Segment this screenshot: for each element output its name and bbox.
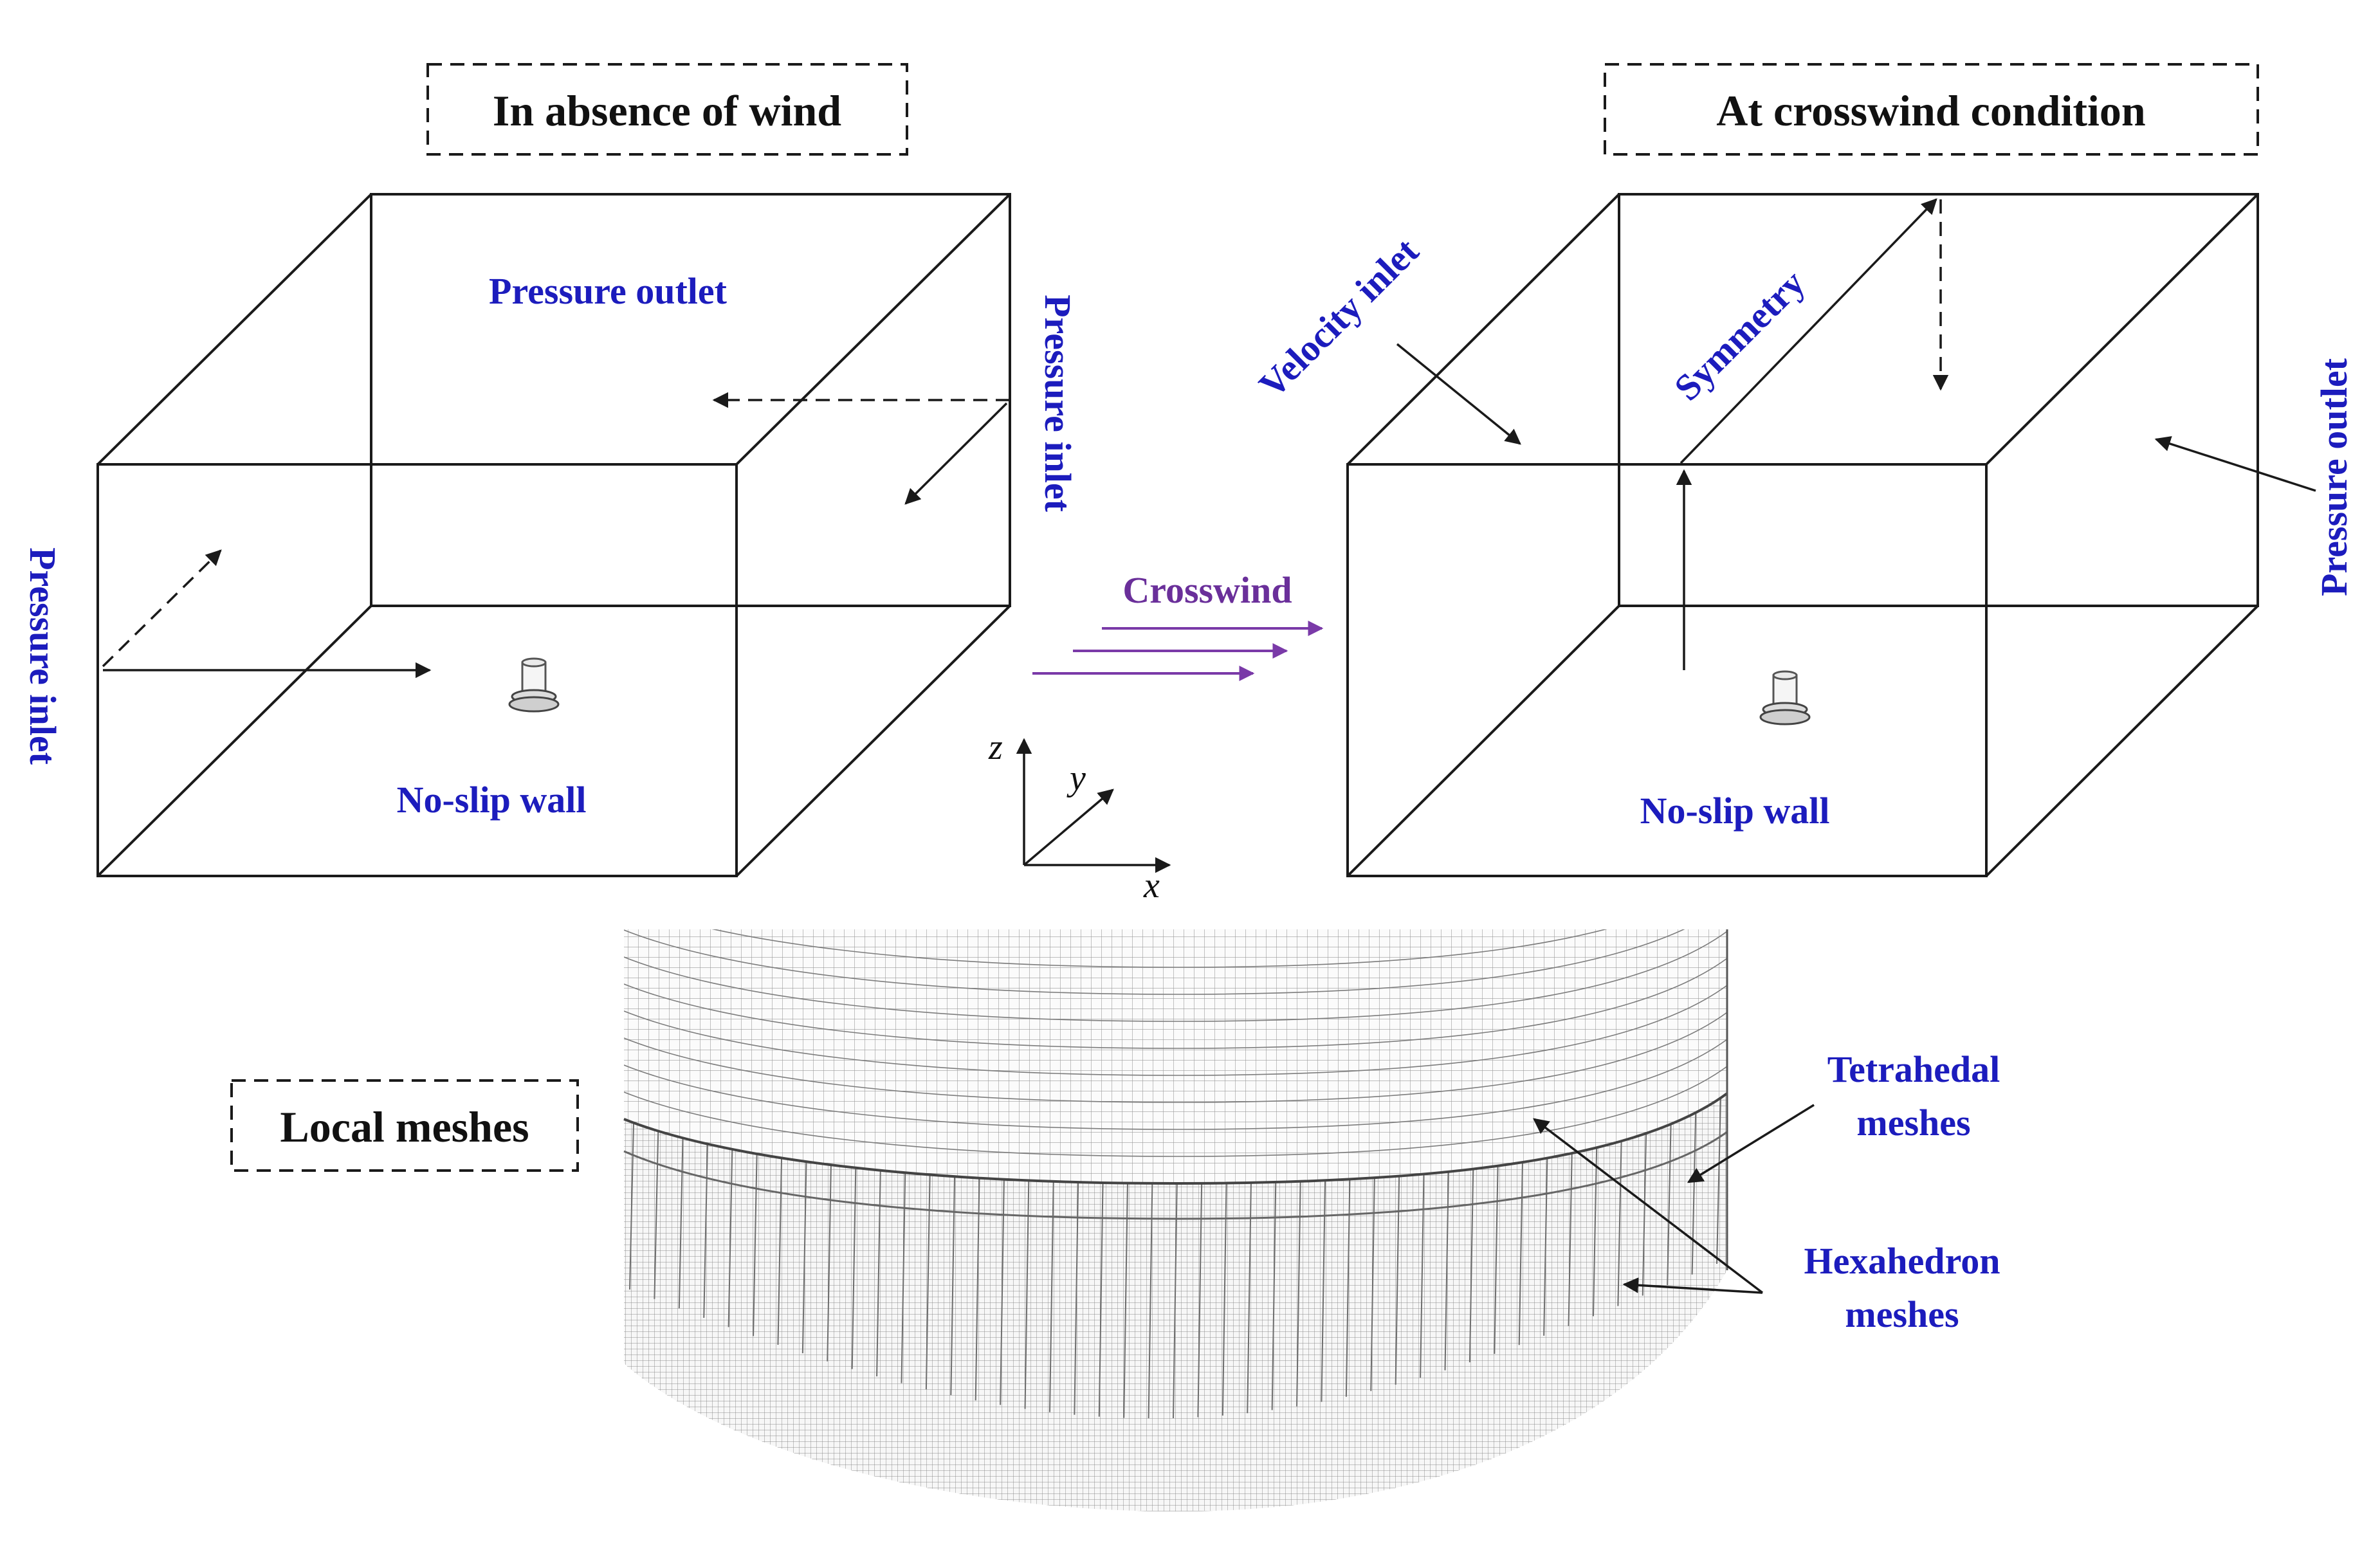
left-side-left-label: Pressure inlet [22, 547, 64, 765]
title-left: In absence of wind [426, 63, 908, 156]
svg-text:Local meshes: Local meshes [280, 1102, 529, 1151]
left-bottom-label: No-slip wall [397, 779, 587, 821]
title-right: At crosswind condition [1604, 63, 2259, 156]
right-domain-box [1346, 193, 2259, 877]
crosswind-label: Crosswind [1122, 569, 1292, 611]
right-bottom-label: No-slip wall [1640, 790, 1830, 832]
left-top-label: Pressure outlet [489, 270, 728, 312]
hexa-label-line1: Hexahedron [1804, 1240, 2000, 1282]
svg-text:At crosswind condition: At crosswind condition [1716, 86, 2146, 135]
tetra-label-line1: Tetrahedal [1827, 1048, 2000, 1090]
symmetry-label: Symmetry [1666, 262, 1813, 408]
velocity-inlet-label: Velocity inlet [1251, 230, 1427, 406]
tetra-label-line2: meshes [1856, 1102, 1970, 1144]
left-box-arrows [102, 392, 1010, 679]
left-side-right-label: Pressure inlet [1037, 295, 1079, 512]
burner-model-right [1759, 670, 1811, 725]
axis-y-label: y [1066, 758, 1086, 798]
burner-model-left [508, 657, 560, 713]
mesh-arrows [1533, 1104, 1815, 1294]
mesh-image [623, 929, 1728, 1511]
coordinate-axes [1016, 738, 1171, 873]
crosswind-arrows [1032, 621, 1324, 681]
svg-text:In absence of wind: In absence of wind [493, 86, 841, 135]
axis-z-label: z [988, 727, 1003, 767]
axis-x-label: x [1143, 866, 1160, 906]
right-box-arrows [1396, 198, 2316, 670]
pressure-outlet-label: Pressure outlet [2313, 358, 2355, 596]
title-mesh: Local meshes [230, 1079, 579, 1172]
hexa-label-line2: meshes [1845, 1293, 1959, 1335]
